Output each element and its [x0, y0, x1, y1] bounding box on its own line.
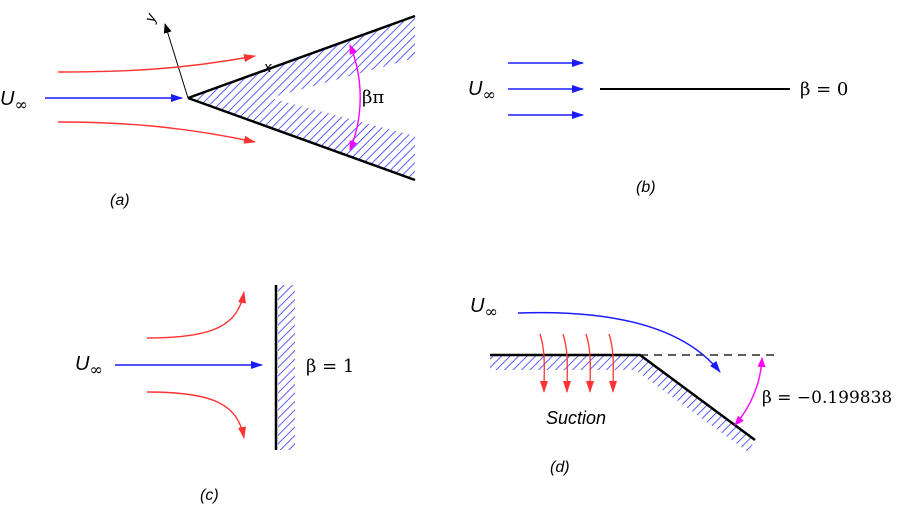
wedge-angle-arc: [349, 44, 361, 151]
wall-hatch-c: [278, 285, 295, 450]
streamline-upper-c: [146, 291, 246, 339]
streamline-upper-a: [57, 54, 256, 73]
suction-arrow-4: [608, 333, 618, 393]
suction-arrow-3: [585, 333, 595, 393]
wedge-lower-surface: [187, 96, 416, 182]
wedge-upper-surface: [187, 14, 416, 100]
streamline-lower-c: [146, 391, 246, 439]
freestream-curve-d: [517, 311, 721, 373]
caption-c: (c): [200, 487, 219, 504]
caption-a: (a): [110, 192, 130, 209]
x-axis-label: x: [263, 59, 272, 76]
caption-d: (d): [550, 459, 570, 476]
beta-label-c: β = 1: [306, 356, 354, 377]
panel-c-stagnation-flow: U∞ β = 1 (c): [75, 285, 354, 504]
deflection-angle-arc: [734, 357, 766, 426]
y-axis-label: y: [141, 10, 160, 25]
suction-arrow-1: [539, 333, 549, 393]
streamline-lower-a: [57, 121, 256, 144]
u-infinity-label-d: U∞: [470, 295, 498, 321]
suction-arrow-2: [562, 333, 572, 393]
caption-b: (b): [636, 179, 656, 196]
panel-d-separation-flow: U∞ β = −0.199838 Suction (d): [470, 295, 892, 476]
wall-hatch-d: [490, 355, 755, 452]
wedge-hatch: [188, 16, 415, 180]
y-axis-line: [163, 23, 189, 99]
suction-label: Suction: [546, 408, 606, 428]
wedge-angle-label: βπ: [362, 87, 384, 108]
u-infinity-label-b: U∞: [468, 78, 496, 104]
u-infinity-label-a: U∞: [0, 88, 28, 114]
beta-label-b: β = 0: [800, 79, 848, 100]
beta-label-d: β = −0.199838: [762, 388, 892, 408]
u-infinity-label-c: U∞: [75, 353, 103, 379]
panel-a-wedge-flow: y x βπ U∞ (a): [0, 10, 416, 209]
panel-b-flat-plate: U∞ β = 0 (b): [468, 59, 848, 196]
